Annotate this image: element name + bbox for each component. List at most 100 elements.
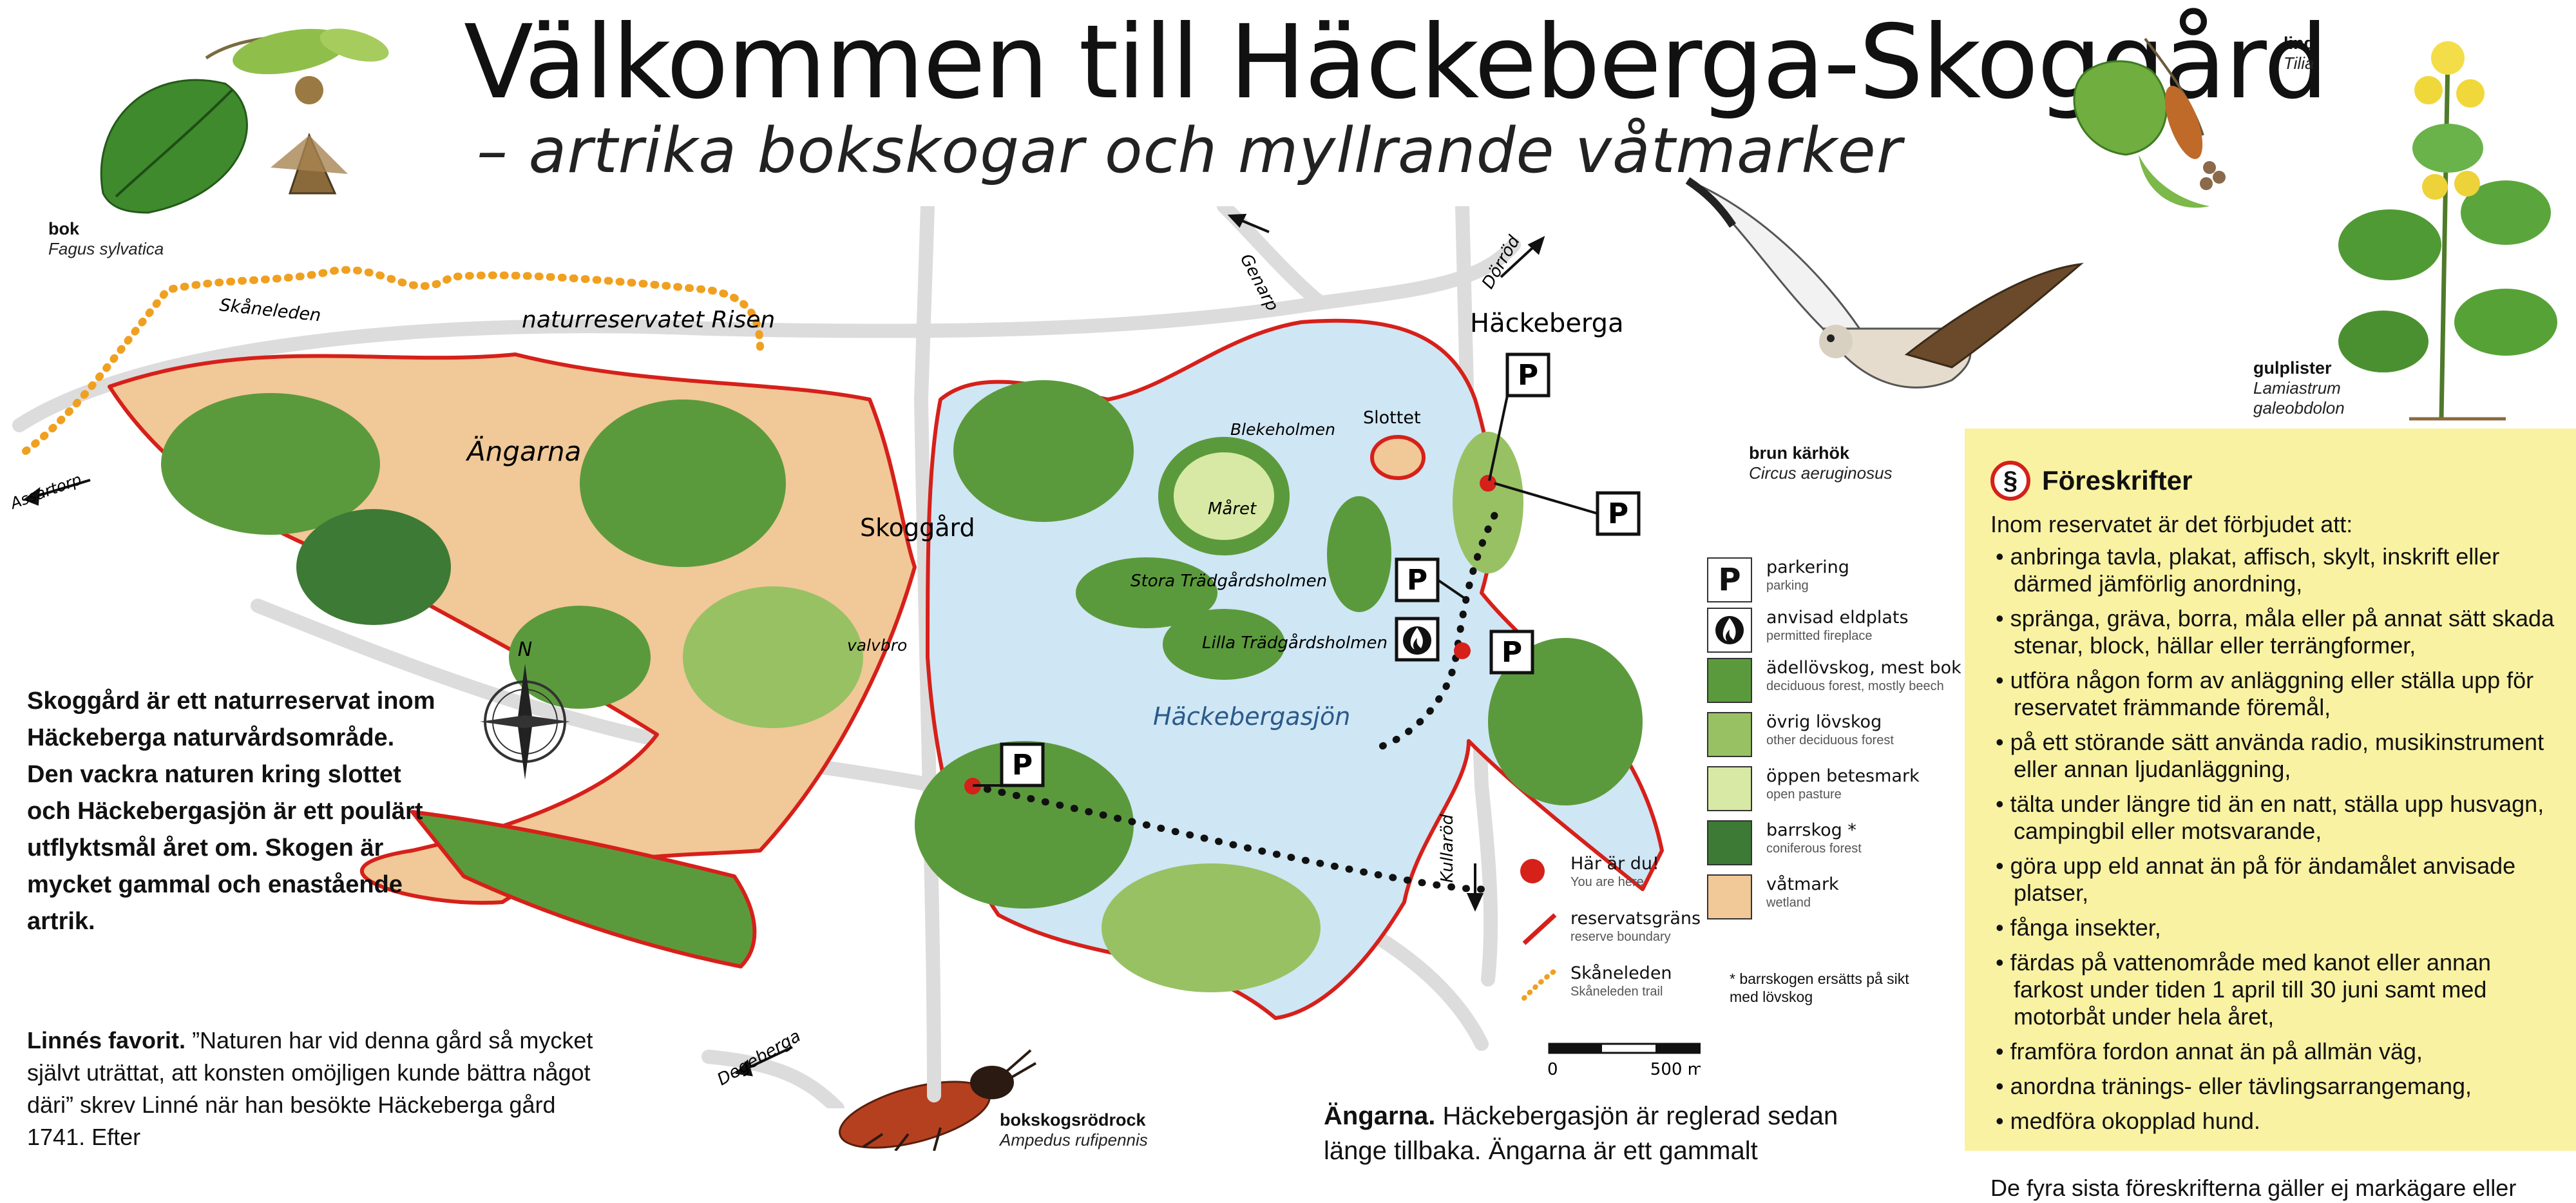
page-subtitle: – artrika bokskogar och myllrande våtmar… <box>477 115 1903 187</box>
linne-text: ”Naturen har vid denna gård så mycket sj… <box>27 1027 593 1150</box>
species-name-karhok: brun kärhök <box>1749 443 1850 463</box>
rule-item: färdas på vattenområde med kanot eller a… <box>1990 949 2557 1030</box>
swatch-conifer <box>1707 820 1752 865</box>
reserve-map: N P P P P P <box>7 206 1701 1108</box>
rule-item: anordna tränings- eller tävlingsarrangem… <box>1990 1073 2557 1100</box>
compass-rose <box>480 664 570 780</box>
map-label-skaneleden: Skåneleden <box>218 295 321 325</box>
species-name-rodrock: bokskogsrödrock <box>1000 1110 1146 1130</box>
linden-illustration <box>2073 37 2226 208</box>
legend-item-conifer: barrskog *coniferous forest <box>1707 820 1862 865</box>
click-beetle-illustration <box>839 1049 1037 1151</box>
rule-item: fånga insekter, <box>1990 914 2557 941</box>
map-label-kullarod: Kullaröd <box>1438 814 1457 883</box>
arrow-dorrod-icon <box>1527 236 1545 255</box>
rules-title: Föreskrifter <box>2042 465 2193 496</box>
map-label-risen: naturreservatet Risen <box>522 307 775 333</box>
trail-dots-icon <box>1522 967 1559 1001</box>
fireplace-sign <box>1395 617 1440 662</box>
linne-heading: Linnés favorit. <box>27 1027 186 1054</box>
swatch-wetland <box>1707 874 1752 919</box>
page-title: Välkommen till Häckeberga-Skoggård <box>464 3 2328 122</box>
scale-end-label: 500 m <box>1650 1060 1701 1079</box>
rule-item: på ett störande sätt använda radio, musi… <box>1990 729 2557 783</box>
rules-panel: § Föreskrifter Inom reservatet är det fö… <box>1965 428 2576 1201</box>
you-are-here-marker <box>1480 475 1496 492</box>
species-latin-karhok: Circus aeruginosus <box>1749 463 1893 483</box>
parking-sign: P <box>1488 352 1550 481</box>
you-are-here-marker <box>1454 642 1471 659</box>
map-label-angarna: Ängarna <box>465 435 581 467</box>
map-label-stora: Stora Trädgårdsholmen <box>1131 571 1327 591</box>
svg-text:P: P <box>1407 564 1427 597</box>
forest-patches <box>161 380 1643 992</box>
map-label-hackeberga: Häckeberga <box>1470 309 1624 338</box>
rule-item: tälta under längre tid än en natt, ställ… <box>1990 791 2557 845</box>
species-latin-gulplister-1: Lamiastrum <box>2253 378 2341 398</box>
marsh-harrier-illustration <box>1685 177 2084 389</box>
species-latin-bok: Fagus sylvatica <box>48 239 164 258</box>
svg-text:P: P <box>1502 636 1522 669</box>
map-label-lilla: Lilla Trädgårdsholmen <box>1202 633 1388 653</box>
fire-icon <box>1707 608 1752 653</box>
species-name-gulplister: gulplister <box>2253 358 2332 378</box>
rule-item: utföra någon form av anläggning eller st… <box>1990 667 2557 721</box>
skaneleden-trail <box>22 265 764 455</box>
parking-icon: P <box>1707 557 1752 602</box>
rules-list: anbringa tavla, plakat, affisch, skylt, … <box>1990 543 2557 1135</box>
swatch-beech <box>1707 658 1752 703</box>
map-label-valvbro: valvbro <box>847 636 907 655</box>
rules-intro: Inom reservatet är det förbjudet att: <box>1990 511 2353 537</box>
beech-illustration <box>100 28 389 214</box>
map-label-maret: Måret <box>1208 499 1257 519</box>
parking-sign: P <box>973 742 1045 787</box>
map-label-assartorp: Assartorp <box>7 470 84 513</box>
species-latin-rodrock: Ampedus rufipennis <box>1000 1130 1148 1150</box>
rules-note: De fyra sista föreskrifterna gäller ej m… <box>1990 1175 2517 1201</box>
map-label-skoggard: Skoggård <box>860 514 975 542</box>
svg-text:P: P <box>1608 497 1628 530</box>
map-label-blekeholmen: Blekeholmen <box>1230 420 1335 439</box>
angarna-heading: Ängarna. <box>1324 1102 1436 1130</box>
intro-text: Skoggård är ett naturreservat inom Häcke… <box>27 688 435 935</box>
swatch-deciduous <box>1707 712 1752 757</box>
svg-text:P: P <box>1012 749 1033 782</box>
you-are-here-icon <box>1520 859 1545 883</box>
parking-sign: P <box>1494 482 1641 536</box>
svg-text:P: P <box>1518 359 1538 392</box>
scale-start-label: 0 <box>1547 1060 1558 1079</box>
rule-item: framföra fordon annat än på allmän väg, <box>1990 1038 2557 1065</box>
map-label-slottet: Slottet <box>1363 408 1421 428</box>
fire-icon <box>1410 628 1423 650</box>
rule-item: anbringa tavla, plakat, affisch, skylt, … <box>1990 543 2557 597</box>
rule-item: medföra okopplad hund. <box>1990 1108 2557 1135</box>
species-latin-lind: Tilia <box>2284 53 2314 73</box>
species-latin-gulplister-2: galeobdolon <box>2253 398 2345 418</box>
species-name-lind: lind <box>2284 34 2314 53</box>
boundary-line-icon <box>1522 913 1557 945</box>
scale-bar <box>1548 1043 1701 1054</box>
arrow-kullarod-icon <box>1466 893 1484 912</box>
direction-arrows <box>23 213 1545 1077</box>
rule-item: spränga, gräva, borra, måla eller på ann… <box>1990 605 2557 659</box>
arrow-assartorp-icon <box>23 486 41 506</box>
compass-north-label: N <box>518 639 532 661</box>
swatch-pasture <box>1707 766 1752 811</box>
arrow-degeberga-icon <box>735 1059 753 1077</box>
parking-sign: P <box>1395 557 1465 602</box>
yellow-archangel-illustration <box>2338 41 2557 421</box>
map-label-sjon: Häckebergasjön <box>1153 702 1350 731</box>
walking-path-north <box>1375 512 1498 751</box>
linne-section: Linnés favorit. ”Naturen har vid denna g… <box>27 1025 620 1153</box>
arrow-genarp-icon <box>1227 213 1247 228</box>
legend-note: * barrskogen ersätts på sikt med lövskog <box>1730 970 1909 1005</box>
angarna-section: Ängarna. Häckebergasjön är reglerad seda… <box>1324 1099 1903 1168</box>
reserve-southwest <box>410 810 757 968</box>
species-name-bok: bok <box>48 219 80 238</box>
paragraph-icon: § <box>1990 461 2030 501</box>
